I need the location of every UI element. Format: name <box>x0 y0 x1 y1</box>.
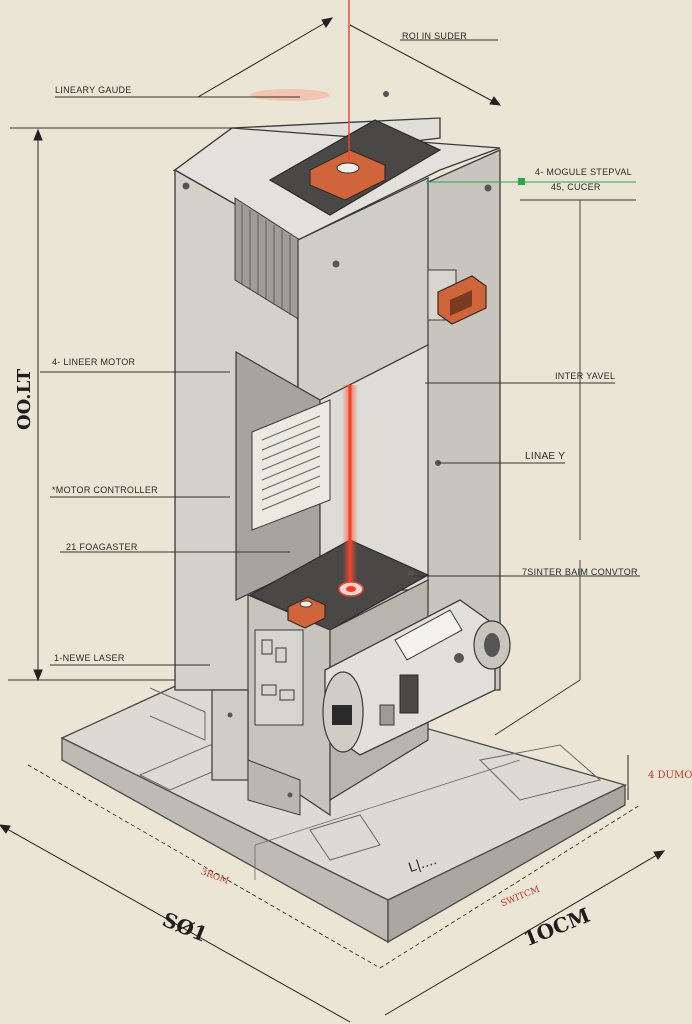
callout-laser: 1-NEWE LASER <box>54 653 125 663</box>
callout-sinter-beam: 7SINTER BAIM CONVTOR <box>522 567 638 577</box>
laser-beam <box>250 0 364 597</box>
dimension-side: 4 DUMO <box>648 770 692 781</box>
green-leader <box>426 178 636 185</box>
dimension-height: OO.LT <box>14 368 35 430</box>
callout-linear-motor: 4- LINEER MOTOR <box>52 357 136 367</box>
callout-foagaster: 21 FOAGASTER <box>66 542 138 552</box>
callout-module-line1: 4- MOGULE STEPVAL <box>535 167 632 177</box>
orange-blocks <box>287 149 386 629</box>
callout-inter-travel: INTER YAVEL <box>555 371 616 381</box>
callout-motor-controller: *MOTOR CONTROLLER <box>52 485 158 495</box>
callout-top-right: ROI IN SUDER <box>402 31 468 41</box>
stepper-module <box>322 269 511 756</box>
callout-module-line2: 45, CUCER <box>551 182 601 192</box>
callout-linear-guide: LINEARY GAUDE <box>55 85 132 95</box>
leader-lines <box>8 39 640 736</box>
callout-linear-y: LINAE Y <box>525 451 566 462</box>
dimension-arrows <box>0 17 666 1023</box>
